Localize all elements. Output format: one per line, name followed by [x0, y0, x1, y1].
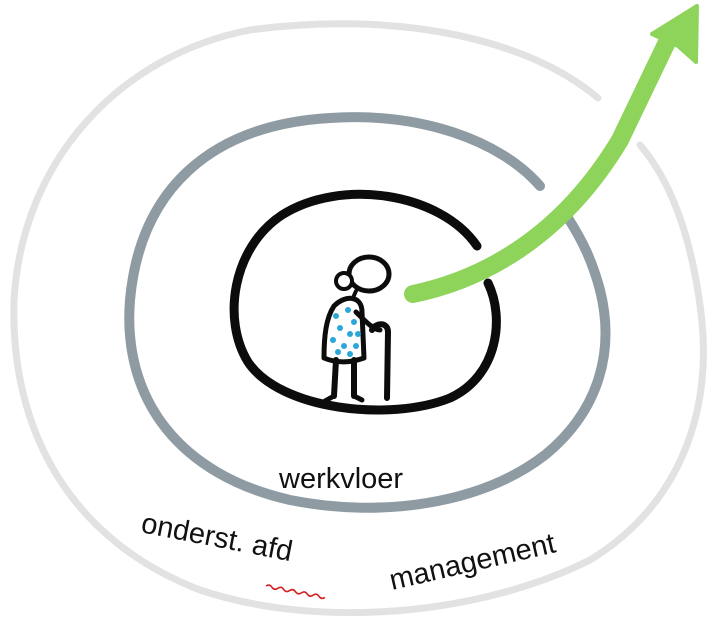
middle-ring — [124, 112, 611, 513]
label-onderst-afd: onderst. afd — [139, 507, 295, 568]
elderly-person-with-cane-icon — [321, 254, 392, 404]
growth-arrow-icon — [404, 4, 699, 303]
inner-ring — [229, 189, 501, 415]
spellcheck-underline — [265, 584, 326, 600]
dress-dots — [330, 307, 361, 357]
outer-ring — [10, 20, 707, 617]
label-werkvloer: werkvloer — [278, 463, 403, 495]
